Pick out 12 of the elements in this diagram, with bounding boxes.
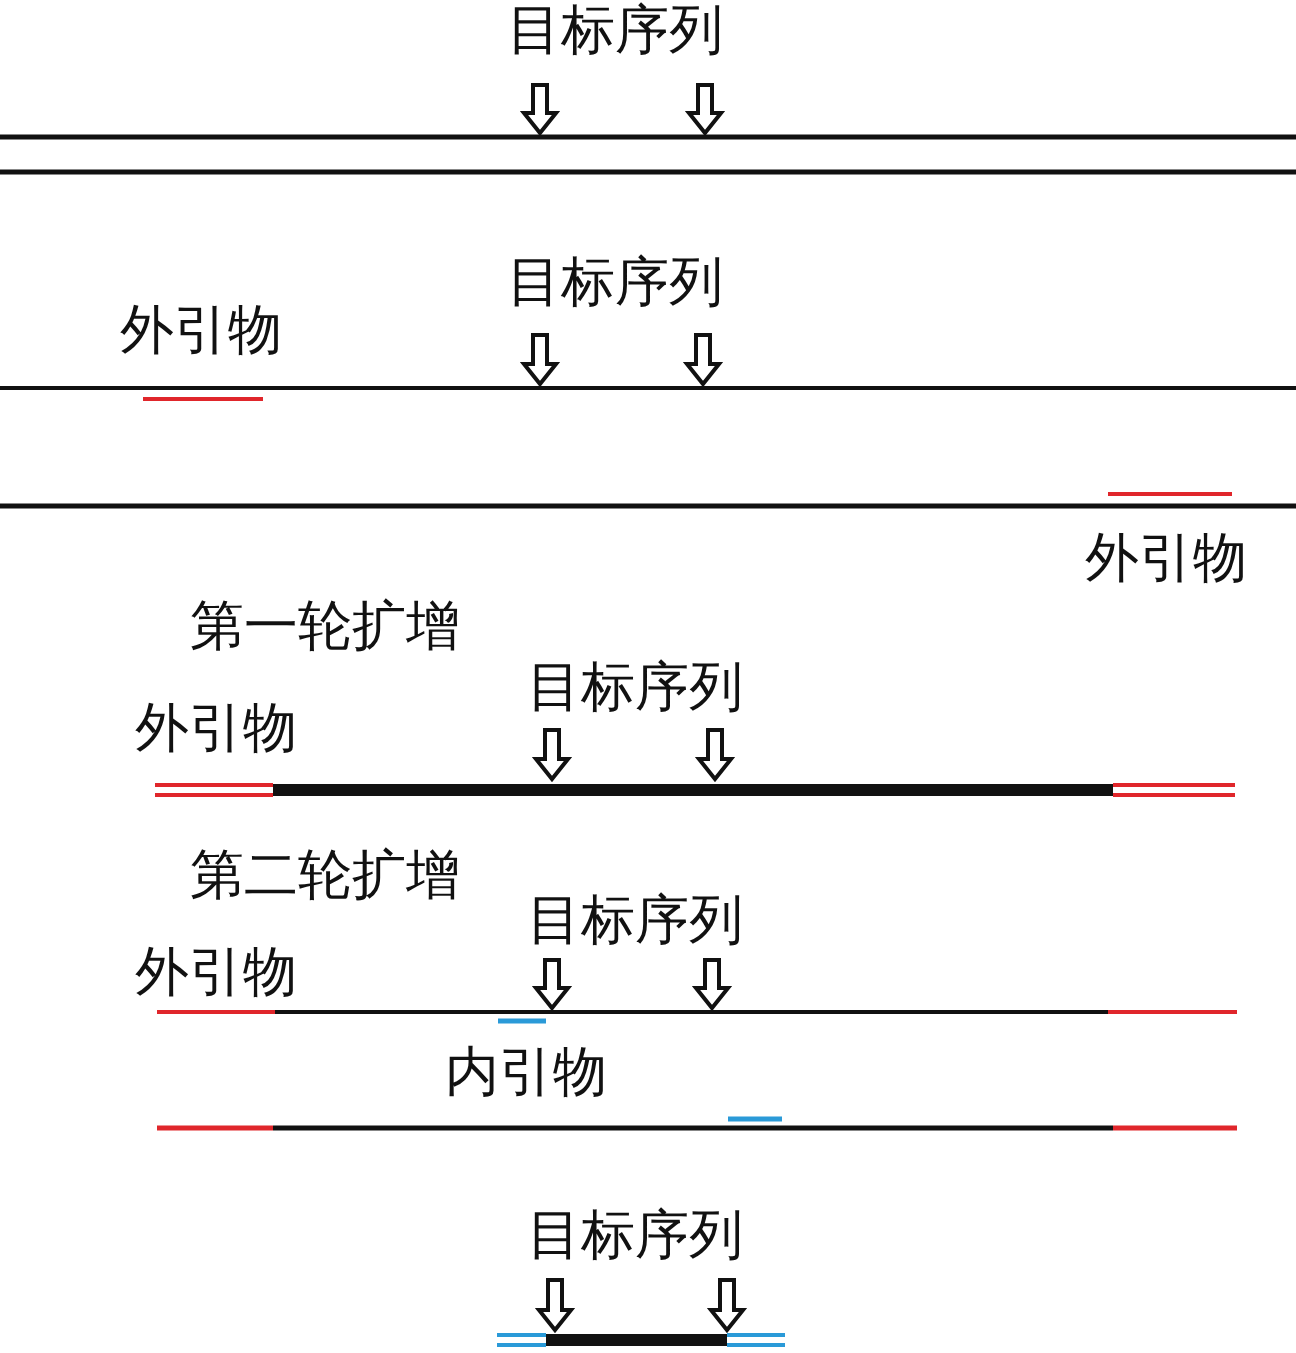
sequence-label: 目标序列 <box>527 890 743 950</box>
sequence-label: 目标序列 <box>527 657 743 717</box>
primer-label: 外引物 <box>135 698 297 758</box>
primer-label: 外引物 <box>120 300 282 360</box>
primer-label: 内引物 <box>445 1042 607 1102</box>
round-heading: 第二轮扩增 <box>190 845 460 905</box>
round-heading: 第一轮扩增 <box>190 596 460 656</box>
sequence-label: 目标序列 <box>507 0 723 60</box>
sequence-label: 目标序列 <box>527 1205 743 1265</box>
sequence-label: 目标序列 <box>507 252 723 312</box>
primer-label: 外引物 <box>135 942 297 1002</box>
primer-label: 外引物 <box>1085 528 1247 588</box>
